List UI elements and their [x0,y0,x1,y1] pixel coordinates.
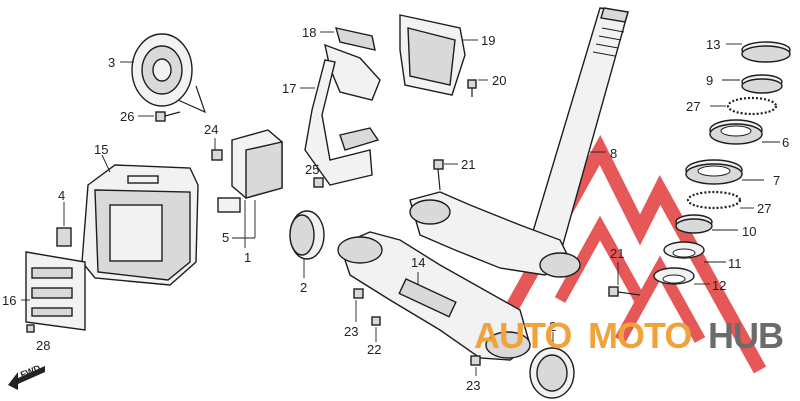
label-23-right: 23 [466,378,480,393]
label-9: 9 [706,73,713,88]
label-21-upper: 21 [461,157,475,172]
label-23-left: 23 [344,324,358,339]
label-22: 22 [367,342,381,357]
label-27-upper: 27 [686,99,700,114]
label-2-right: 2 [549,319,556,334]
label-19: 19 [481,33,495,48]
label-10: 10 [742,224,756,239]
label-1: 1 [244,250,251,265]
watermark-text: AUTO MOTO HUB [474,315,784,356]
screw-25 [313,177,324,188]
bracket-16 [25,251,86,331]
race-6 [709,119,763,145]
label-26: 26 [120,109,134,124]
watermark-auto: AUTO [474,315,571,356]
cap-2-left [289,210,325,260]
label-7: 7 [773,173,780,188]
watermark-moto: MOTO [588,315,691,356]
label-11: 11 [728,256,742,271]
cap-2-right [529,347,575,399]
watermark-hub: HUB [708,315,783,356]
screw-28 [26,324,35,333]
bolt-21-lower [608,286,641,297]
label-8: 8 [610,146,617,161]
label-18: 18 [302,25,316,40]
bolt-26 [155,111,181,122]
label-6: 6 [782,135,789,150]
label-15: 15 [94,142,108,157]
bearing-balls-27-upper [726,96,778,116]
label-17: 17 [282,81,296,96]
cover-15 [81,164,199,286]
screw-20 [467,79,477,97]
nut-23-left [353,288,364,299]
nut-23-right [470,355,481,366]
seal-12 [653,267,695,285]
label-25: 25 [305,162,319,177]
bearing-balls-27-lower [686,190,742,210]
label-14: 14 [411,255,425,270]
label-2-left: 2 [300,280,307,295]
fwd-arrow [8,366,45,390]
bracket-19 [399,14,466,96]
label-3: 3 [108,55,115,70]
bolt-21-upper [433,159,444,191]
label-20: 20 [492,73,506,88]
race-7 [685,159,743,185]
fork-bridge-14 [337,231,531,361]
label-5: 5 [222,230,229,245]
label-13: 13 [706,37,720,52]
bolt-22 [371,316,381,326]
steering-stem-8 [527,7,629,256]
regulator-unit [211,129,283,213]
bracket-17 [304,43,381,186]
label-27-lower: 27 [757,201,771,216]
plate-4 [56,227,72,247]
label-21-lower: 21 [610,246,624,261]
seal-11 [663,241,705,259]
bracket-18 [335,27,376,51]
label-28: 28 [36,338,50,353]
race-10 [675,214,713,234]
lower-bracket [409,191,581,278]
ring-9 [741,74,783,94]
nut-13 [741,41,791,63]
label-4: 4 [58,188,65,203]
label-12: 12 [712,278,726,293]
label-16: 16 [2,293,16,308]
label-24: 24 [204,122,218,137]
horn [131,33,207,114]
